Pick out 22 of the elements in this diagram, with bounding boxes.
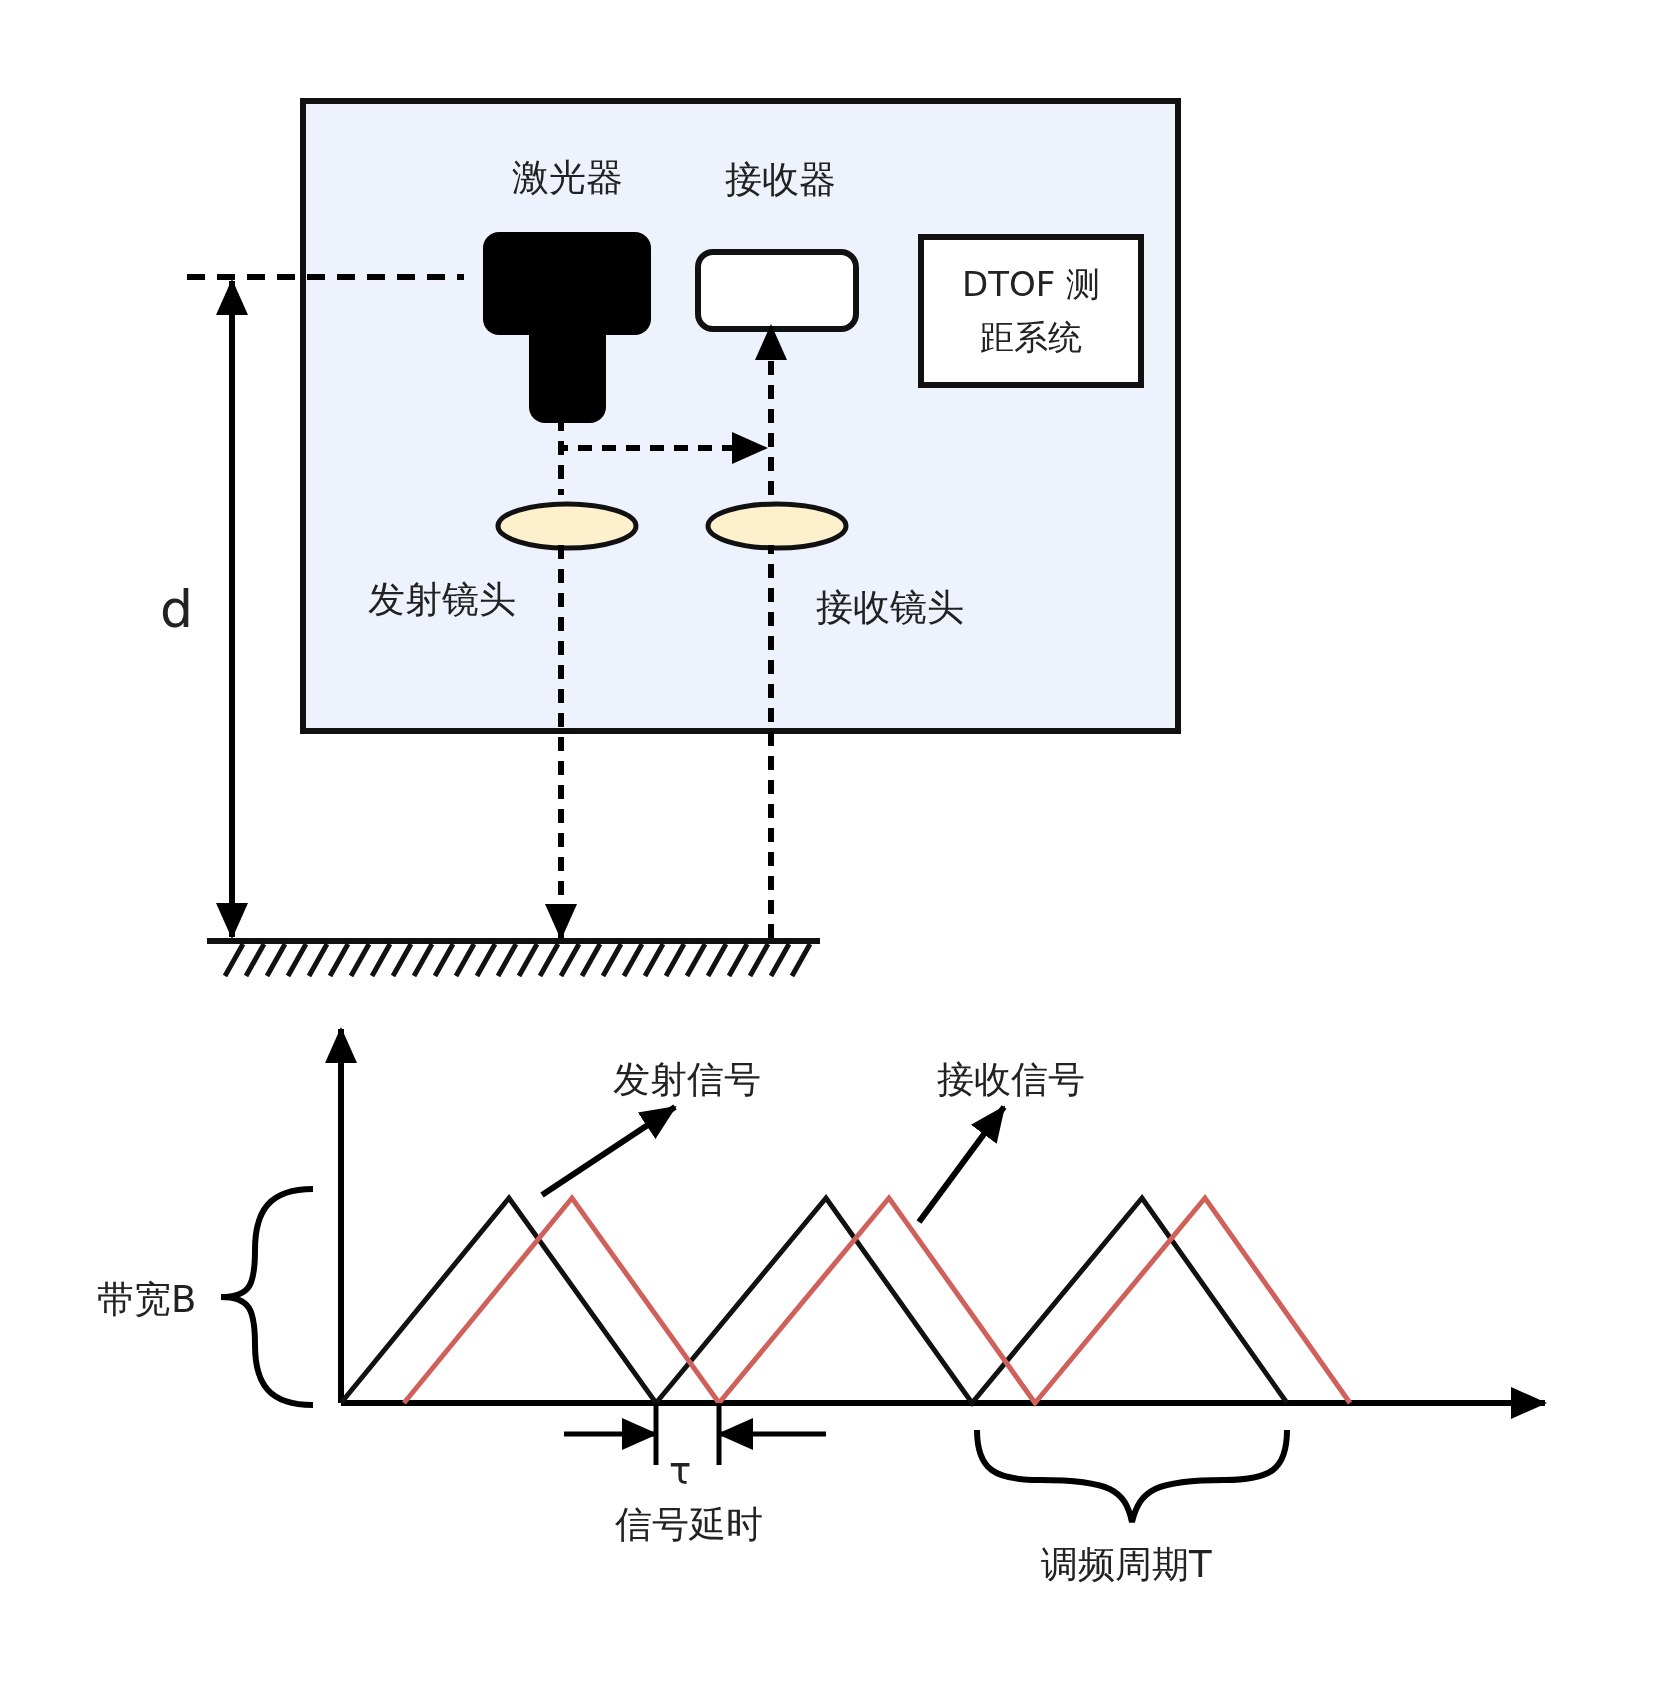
lens: [495, 501, 639, 551]
arrow: [540, 1104, 677, 1198]
receiver-box: [695, 249, 859, 332]
axis-label: 带宽B: [97, 1278, 197, 1323]
component-label: 激光器: [510, 156, 624, 201]
dimension-label: d: [160, 578, 193, 641]
device-housing: [300, 98, 1181, 734]
delay-symbol: τ: [669, 1450, 692, 1495]
lens-label: 接收镜头: [816, 586, 964, 631]
ground-hatch: [207, 938, 820, 980]
axis-label: 调频周期T: [1041, 1543, 1212, 1588]
signal-label: 发射信号: [612, 1055, 762, 1107]
system-box: [918, 234, 1144, 388]
arrow: [755, 324, 787, 495]
axis-label: 信号延时: [615, 1503, 763, 1548]
signal-label: 接收信号: [936, 1055, 1086, 1107]
lens: [705, 501, 849, 551]
lens-label: 接收器: [725, 158, 836, 203]
box-text: DTOF 测距系统: [960, 263, 1102, 359]
arrow: [916, 1105, 1007, 1224]
lens-label: 发射镜头: [368, 578, 516, 623]
arrow: [545, 545, 577, 940]
